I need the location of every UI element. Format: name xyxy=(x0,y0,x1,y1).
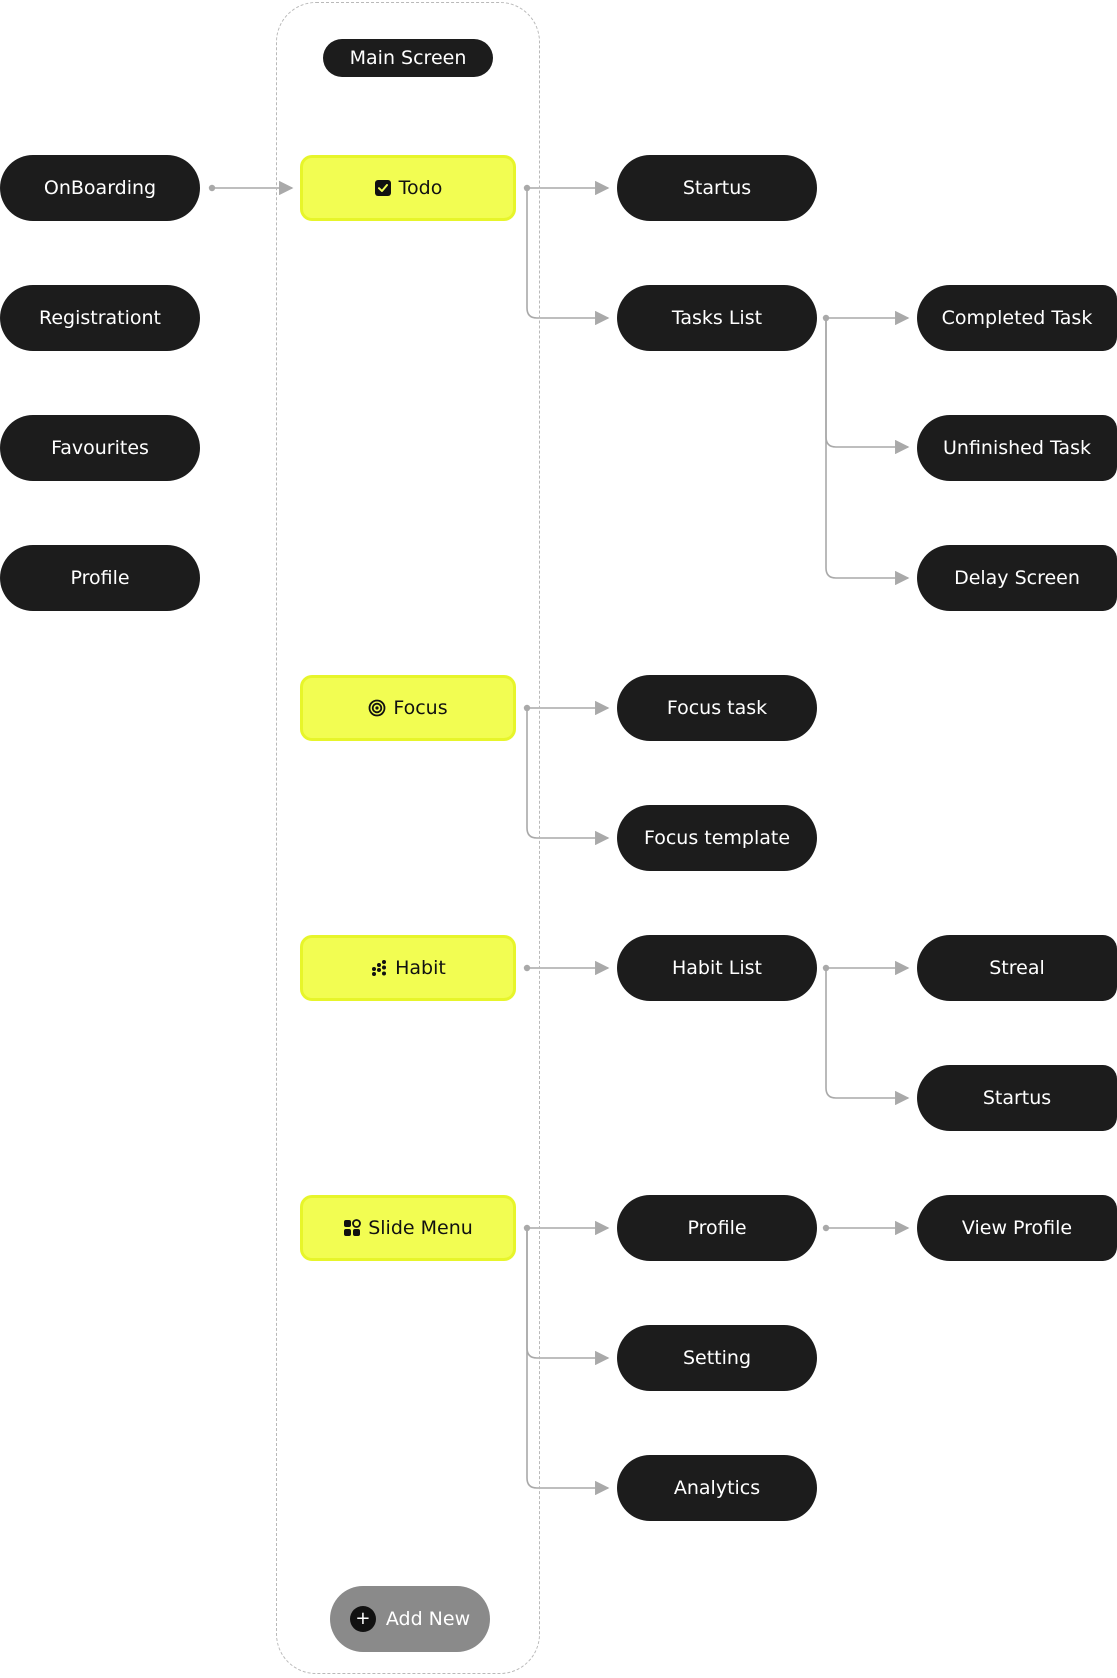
connector-dot xyxy=(822,964,830,972)
tab-habit[interactable]: Habit xyxy=(300,935,516,1001)
tab-slide-menu-label: Slide Menu xyxy=(368,1217,473,1239)
main-screen-label: Main Screen xyxy=(323,39,493,77)
add-new-button[interactable]: + Add New xyxy=(330,1586,490,1652)
node-focus-template[interactable]: Focus template xyxy=(617,805,817,871)
target-icon xyxy=(368,699,386,717)
node-favourites[interactable]: Favourites xyxy=(0,415,200,481)
tab-todo[interactable]: Todo xyxy=(300,155,516,221)
node-habit-list[interactable]: Habit List xyxy=(617,935,817,1001)
connector-todo-tasks-list xyxy=(526,188,610,326)
checkbox-icon xyxy=(374,179,392,197)
node-setting[interactable]: Setting xyxy=(617,1325,817,1391)
plus-circle-icon: + xyxy=(349,1606,376,1632)
tab-slide-menu[interactable]: Slide Menu xyxy=(300,1195,516,1261)
node-habit-startus[interactable]: Startus xyxy=(917,1065,1117,1131)
tab-focus[interactable]: Focus xyxy=(300,675,516,741)
connector-dot xyxy=(523,184,531,192)
node-registration[interactable]: Registrationt xyxy=(0,285,200,351)
node-completed-task[interactable]: Completed Task xyxy=(917,285,1117,351)
node-analytics[interactable]: Analytics xyxy=(617,1455,817,1521)
connector-dot xyxy=(523,704,531,712)
connector-dot xyxy=(523,1224,531,1232)
tab-focus-label: Focus xyxy=(393,697,448,719)
add-new-label: Add New xyxy=(385,1608,471,1630)
main-screen-frame xyxy=(276,2,540,1674)
connector-dot xyxy=(208,184,216,192)
connector-dot xyxy=(523,964,531,972)
tab-habit-label: Habit xyxy=(395,957,446,979)
connector-tasks-unfinished xyxy=(825,318,910,455)
node-profile[interactable]: Profile xyxy=(617,1195,817,1261)
node-profile-left[interactable]: Profile xyxy=(0,545,200,611)
tab-todo-label: Todo xyxy=(398,177,443,199)
connector-dot xyxy=(822,314,830,322)
node-tasks-list[interactable]: Tasks List xyxy=(617,285,817,351)
connector-dot xyxy=(822,1224,830,1232)
connector-focus-template xyxy=(526,708,610,846)
node-unfinished-task[interactable]: Unfinished Task xyxy=(917,415,1117,481)
connector-slide-analytics xyxy=(526,1228,610,1496)
connector-habit-startus xyxy=(825,968,910,1106)
connector-tasks-delay xyxy=(825,318,910,586)
node-view-profile[interactable]: View Profile xyxy=(917,1195,1117,1261)
menu-grid-icon xyxy=(343,1219,362,1237)
node-onboarding[interactable]: OnBoarding xyxy=(0,155,200,221)
node-streal[interactable]: Streal xyxy=(917,935,1117,1001)
dots-grid-icon xyxy=(370,959,388,977)
node-delay-screen[interactable]: Delay Screen xyxy=(917,545,1117,611)
node-focus-task[interactable]: Focus task xyxy=(617,675,817,741)
node-todo-startus[interactable]: Startus xyxy=(617,155,817,221)
